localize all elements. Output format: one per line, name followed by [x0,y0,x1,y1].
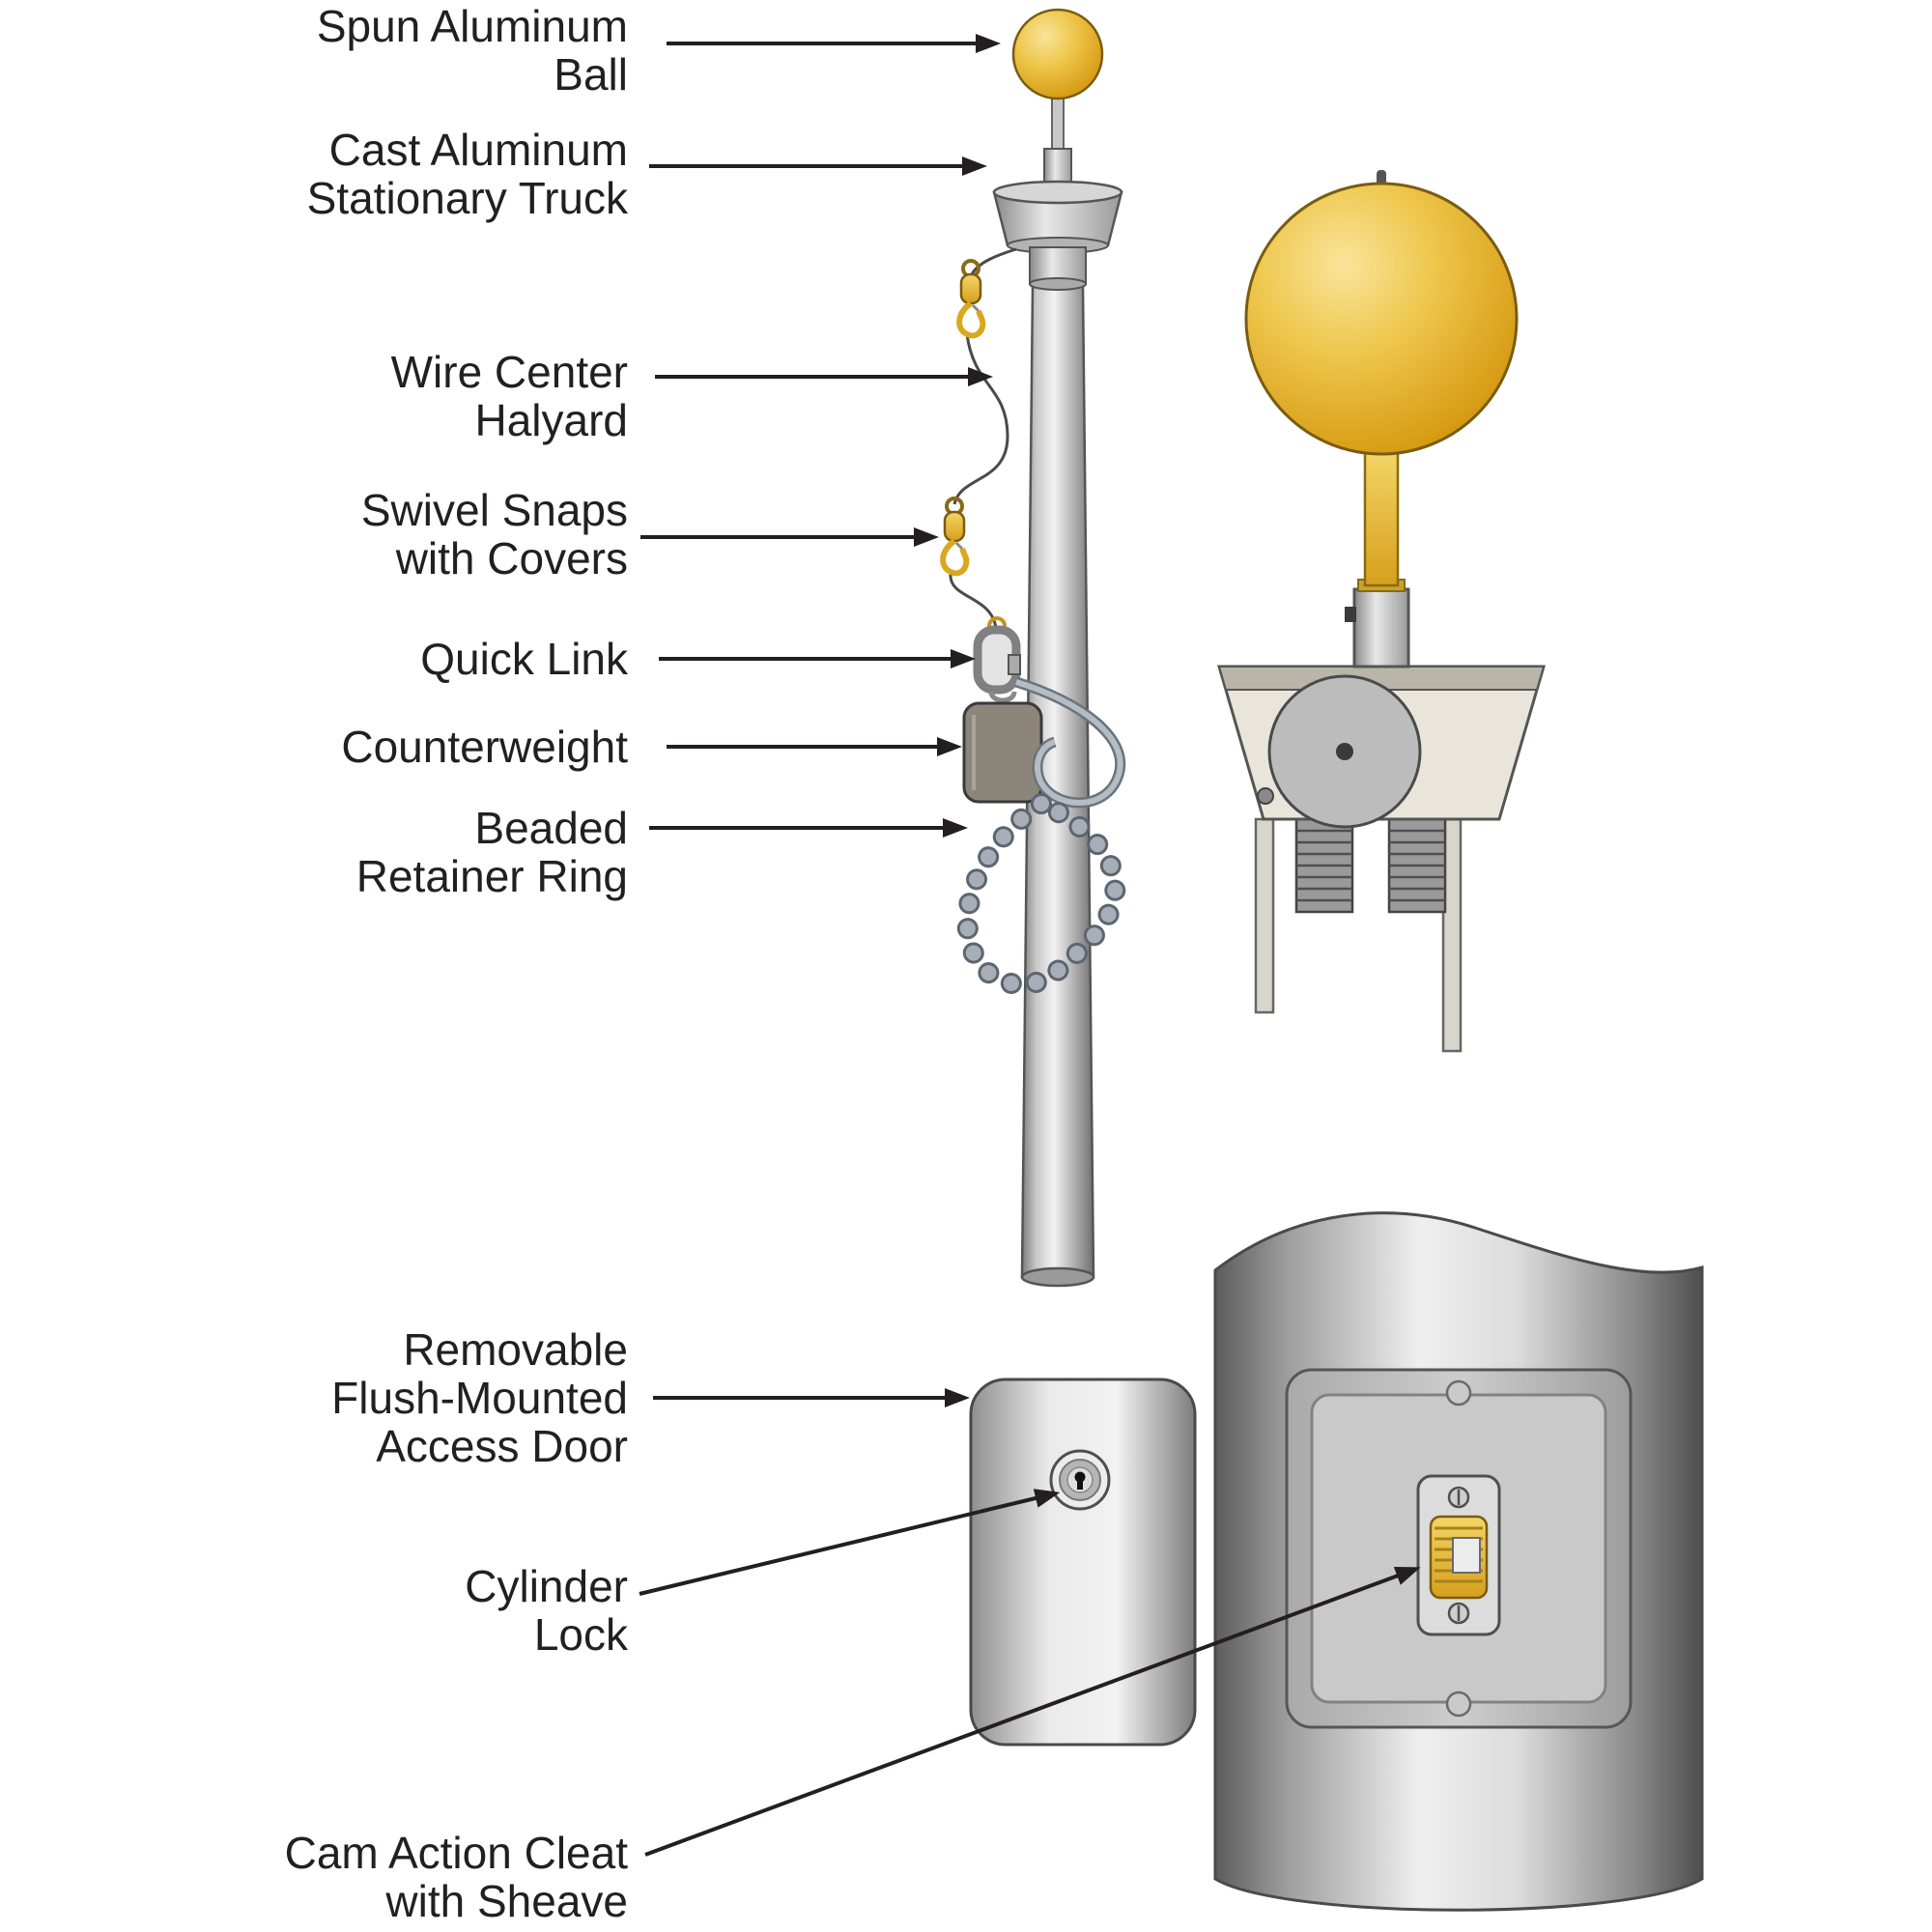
detail-left-bar [1254,817,1275,1014]
swivel-snap-lower [940,497,970,577]
big-pole-section [1213,1211,1704,1912]
cam-cleat [1416,1474,1501,1636]
detail-bolt [1257,787,1274,805]
opening-notch-top [1445,1379,1472,1406]
detail-collar-button [1345,607,1356,622]
quick-link-part [973,616,1021,695]
thread-lines-right [1389,829,1445,902]
pole-bottom-cap [1020,1266,1095,1288]
opening-notch-bottom [1445,1690,1472,1718]
finial-stem [1051,98,1065,152]
access-door-plate [969,1378,1197,1747]
flagpole-illustration [940,8,1126,1288]
wire-loop [1015,679,1123,806]
label-wire-center-halyard: Wire Center Halyard [390,347,628,445]
label-cam-action-cleat-with-sheave: Cam Action Cleat with Sheave [284,1828,628,1926]
halyard-wire-upper [970,247,1017,275]
arrow-cylinder-lock [639,1489,1061,1596]
label-quick-link: Quick Link [420,634,628,684]
label-cylinder-lock: Cylinder Lock [465,1561,628,1660]
cleat-latch [1452,1537,1481,1574]
label-removable-flush-mounted-access-door: Removable Flush-Mounted Access Door [331,1324,628,1471]
finial-ball [1011,8,1104,100]
arrow-cam-action-cleat [644,1567,1421,1857]
detail-sheave-hub [1336,743,1353,760]
detail-collar [1352,587,1410,668]
swivel-snap-upper [956,259,986,339]
truck-cap-top [992,180,1123,205]
callout-arrows [639,34,1421,1857]
truck-collar-bottom [1029,277,1087,291]
halyard-wire-lower [949,573,998,629]
label-beaded-retainer-ring: Beaded Retainer Ring [355,803,628,901]
detail-truck-rim [1217,666,1546,691]
detail-ball-nub [1377,170,1386,185]
halyard-wire-middle [952,333,1009,505]
counterweight-part [962,691,1043,804]
label-cast-aluminum-stationary-truck: Cast Aluminum Stationary Truck [306,125,628,223]
label-counterweight: Counterweight [341,722,628,772]
truck-detail [1217,170,1546,1053]
cylinder-lock-part [1049,1449,1111,1511]
beaded-retainer-ring-outline [956,791,1126,995]
thread-lines-left [1296,829,1352,902]
label-spun-aluminum-ball: Spun Aluminum Ball [316,1,628,99]
detail-stem [1363,448,1400,587]
label-swivel-snaps-with-covers: Swivel Snaps with Covers [360,485,628,583]
detail-ball [1244,182,1519,456]
